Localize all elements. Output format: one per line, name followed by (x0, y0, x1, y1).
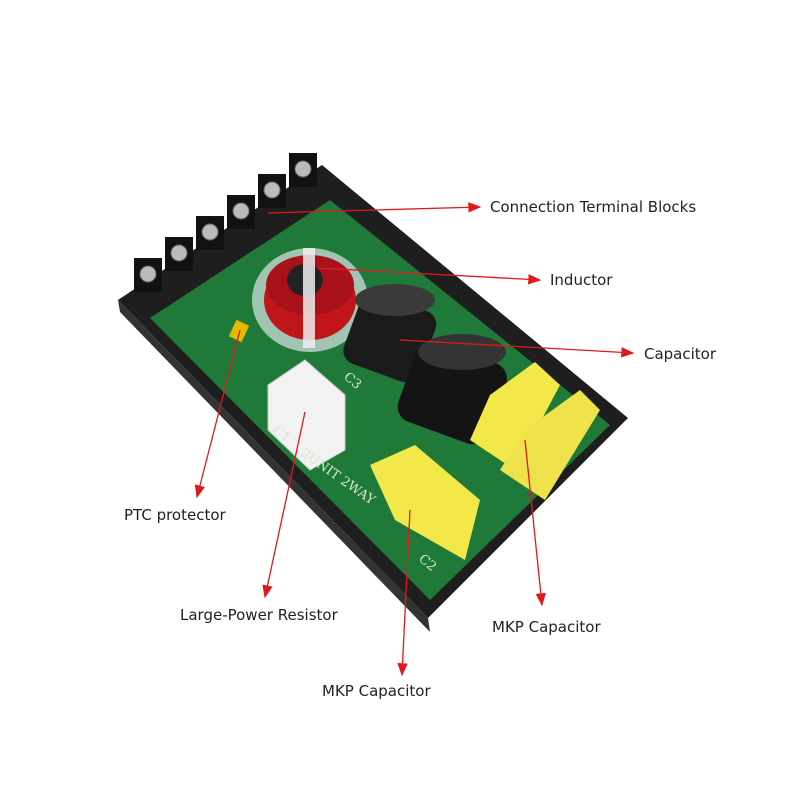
arrow-mkp-right (524, 439, 546, 607)
terminal-screw (201, 223, 219, 241)
arrow-capacitor (399, 339, 635, 358)
label-capacitor: Capacitor (644, 345, 717, 363)
terminal-screw (263, 181, 281, 199)
arrow-inductor (317, 267, 542, 285)
label-resistor: Large-Power Resistor (180, 606, 339, 624)
housing-side (118, 300, 430, 632)
terminal-screw (232, 202, 250, 220)
label-terminal-blocks: Connection Terminal Blocks (490, 198, 696, 216)
arrow-terminal (267, 202, 482, 214)
terminal-screw (139, 265, 157, 283)
label-inductor: Inductor (550, 271, 613, 289)
mkp-capacitor-3 (370, 445, 480, 560)
label-ptc-protector: PTC protector (124, 506, 227, 524)
mkp-capacitor-2 (500, 390, 600, 500)
label-mkp-bottom: MKP Capacitor (322, 682, 431, 700)
inductor (252, 248, 368, 352)
electrolytic-capacitor-1 (343, 284, 437, 383)
arrow-resistor (262, 411, 306, 599)
label-mkp-right: MKP Capacitor (492, 618, 601, 636)
terminal-screw (294, 160, 312, 178)
terminal-blocks (134, 153, 317, 292)
ptc-protector (228, 319, 250, 343)
power-resistor (267, 359, 346, 471)
arrow-mkp-bottom (397, 509, 411, 677)
arrow-ptc (194, 329, 241, 499)
terminal-screw (170, 244, 188, 262)
mkp-capacitor-1 (470, 362, 560, 470)
